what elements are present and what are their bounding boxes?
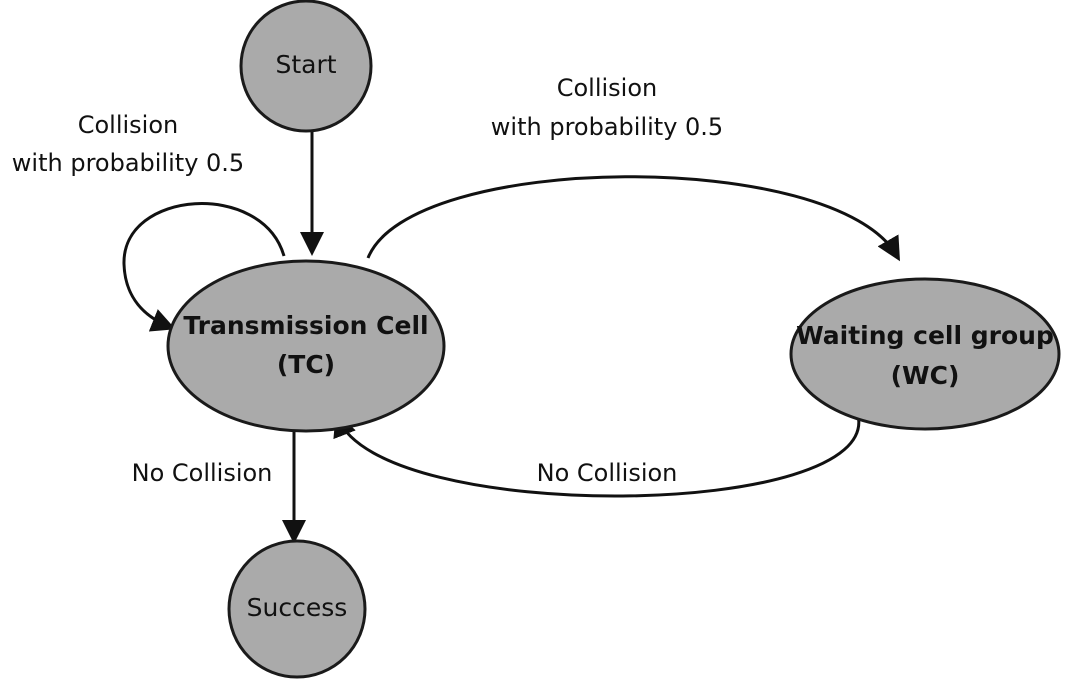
edge-wc-to-tc-label: No Collision [537, 459, 678, 487]
node-wc-shape [789, 277, 1061, 431]
node-wc: Waiting cell group (WC) [789, 277, 1061, 431]
edge-wc-to-tc: No Collision [333, 412, 861, 498]
edge-tc-to-success: No Collision [132, 410, 306, 544]
node-start-label: Start [275, 50, 336, 79]
node-start-shape [239, 0, 373, 133]
edge-tc-to-wc-label-line2: with probability 0.5 [491, 113, 723, 141]
node-start: Start [239, 0, 373, 133]
node-tc-shape [166, 259, 446, 433]
edge-tc-self-loop: Collision with probability 0.5 [12, 111, 286, 332]
node-wc-label-line1: Waiting cell group [796, 321, 1054, 350]
node-success-label: Success [247, 593, 348, 622]
edge-tc-self-loop-label-line2: with probability 0.5 [12, 149, 244, 177]
node-tc: Transmission Cell (TC) [166, 259, 446, 433]
edge-tc-self-loop-line [122, 202, 286, 332]
edge-tc-to-wc-label-line1: Collision [557, 74, 658, 102]
edge-wc-to-tc-line [333, 412, 861, 498]
node-success: Success [227, 539, 367, 679]
node-wc-label-line2: (WC) [891, 361, 960, 390]
node-tc-label-line1: Transmission Cell [183, 311, 428, 340]
node-tc-label-line2: (TC) [277, 350, 335, 379]
edge-tc-self-loop-label-line1: Collision [78, 111, 179, 139]
node-success-shape [227, 539, 367, 679]
edge-tc-to-wc-line [366, 175, 901, 262]
edge-tc-to-success-label: No Collision [132, 459, 273, 487]
edge-tc-to-wc: Collision with probability 0.5 [366, 74, 901, 262]
